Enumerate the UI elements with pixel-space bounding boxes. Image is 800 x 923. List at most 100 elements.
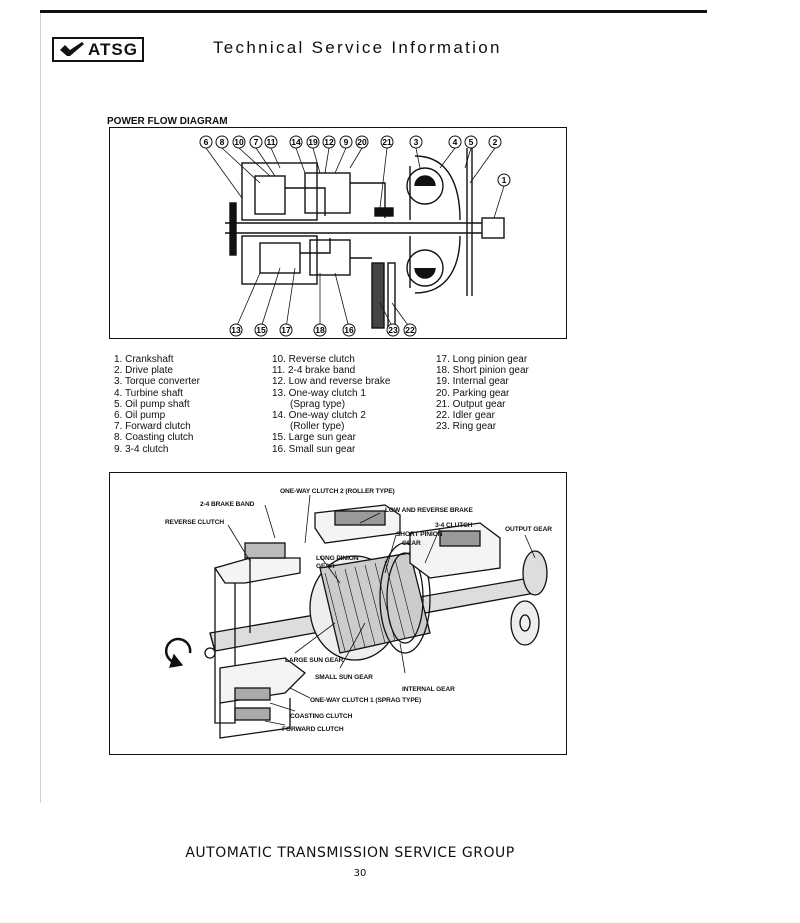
callout-8: 8 [215,135,229,149]
legend-item: 7. Forward clutch [114,421,191,433]
callout-9: 9 [339,135,353,149]
page-left-edge [40,13,41,803]
callout-20: 20 [355,135,369,149]
callout-12: 12 [322,135,336,149]
callout-22: 22 [403,323,417,337]
label-3-4-clutch: 3-4 CLUTCH [435,522,473,529]
legend-item: 4. Turbine shaft [114,387,183,399]
svg-text:10: 10 [234,137,244,147]
legend-item: 3. Torque converter [114,376,200,388]
legend-item: 20. Parking gear [436,387,510,399]
svg-text:22: 22 [405,325,415,335]
legend-item: 6. Oil pump [114,410,166,422]
legend-column-1: 1. Crankshaft 2. Drive plate 3. Torque c… [114,354,200,455]
callout-14: 14 [289,135,303,149]
callout-10: 10 [232,135,246,149]
legend-item: 13. One-way clutch 1 [272,387,366,399]
svg-text:4: 4 [453,137,458,147]
label-long-pinion-gear-1: LONG PINION [316,555,359,562]
callout-3: 3 [409,135,423,149]
power-flow-schematic: 6 8 10 7 11 14 19 12 9 20 21 3 4 5 2 1 1… [199,135,511,337]
label-low-and-reverse-brake: LOW AND REVERSE BRAKE [385,507,473,514]
legend-item: 15. Large sun gear [272,432,356,444]
svg-text:1: 1 [502,175,507,185]
svg-text:2: 2 [493,137,498,147]
legend-item: 22. Idler gear [436,410,495,422]
legend-item: 10. Reverse clutch [272,354,355,365]
svg-text:6: 6 [204,137,209,147]
svg-text:15: 15 [256,325,266,335]
svg-text:7: 7 [254,137,259,147]
label-large-sun-gear: LARGE SUN GEAR [285,657,344,664]
label-long-pinion-gear-2: GEAR [316,563,335,570]
callout-1: 1 [497,173,511,187]
logo-text: ATSG [88,39,138,59]
legend-column-3: 17. Long pinion gear 18. Short pinion ge… [436,354,529,432]
label-coasting-clutch: COASTING CLUTCH [290,713,353,720]
legend-item: 12. Low and reverse brake [272,376,391,388]
label-small-sun-gear: SMALL SUN GEAR [315,674,373,681]
label-short-pinion-gear-1: SHORT PINION [396,531,443,538]
callout-7: 7 [249,135,263,149]
svg-text:5: 5 [469,137,474,147]
legend-item: 9. 3-4 clutch [114,443,169,455]
callout-5: 5 [464,135,478,149]
callout-21: 21 [380,135,394,149]
gearset-cutaway-drawing [164,494,548,739]
power-flow-diagram-title: POWER FLOW DIAGRAM [107,116,228,127]
svg-text:13: 13 [231,325,241,335]
callout-13: 13 [229,323,243,337]
label-output-gear: OUTPUT GEAR [505,526,552,533]
svg-text:3: 3 [414,137,419,147]
legend-column-2: 10. Reverse clutch 11. 2-4 brake band 12… [272,354,390,455]
legend-item: 5. Oil pump shaft [114,398,190,410]
label-internal-gear: INTERNAL GEAR [402,686,455,693]
label-reverse-clutch: REVERSE CLUTCH [165,519,225,526]
page-header-title: Technical Service Information [213,38,502,57]
callout-16: 16 [342,323,356,337]
callout-18: 18 [313,323,327,337]
legend-item-continuation: (Sprag type) [290,398,346,410]
legend-item: 18. Short pinion gear [436,365,529,377]
legend-item: 11. 2-4 brake band [272,365,356,377]
svg-text:14: 14 [291,137,301,147]
label-short-pinion-gear-2: GEAR [402,540,421,547]
svg-text:21: 21 [382,137,392,147]
svg-text:11: 11 [267,137,276,147]
legend-item: 1. Crankshaft [114,354,174,365]
callout-19: 19 [306,135,320,149]
svg-text:20: 20 [357,137,367,147]
page-number: 30 [353,868,367,879]
legend-item: 23. Ring gear [436,421,497,433]
checkmark-logo-icon [60,42,84,56]
svg-text:19: 19 [308,137,318,147]
callout-2: 2 [488,135,502,149]
svg-text:18: 18 [315,325,325,335]
svg-text:9: 9 [344,137,349,147]
legend-item: 2. Drive plate [114,365,173,377]
legend-item: 14. One-way clutch 2 [272,410,366,422]
callout-15: 15 [254,323,268,337]
callout-11: 11 [264,135,278,149]
legend-item: 16. Small sun gear [272,443,356,455]
label-one-way-clutch-1: ONE-WAY CLUTCH 1 (SPRAG TYPE) [310,697,422,704]
cutaway-illustration: ONE-WAY CLUTCH 2 (ROLLER TYPE) 2-4 BRAKE… [109,472,567,755]
legend-item: 8. Coasting clutch [114,432,194,444]
label-2-4-brake-band: 2-4 BRAKE BAND [200,501,255,508]
legend-item: 19. Internal gear [436,376,509,388]
header-rule [40,10,707,13]
legend-item-continuation: (Roller type) [290,421,345,433]
svg-text:12: 12 [324,137,334,147]
legend-item: 17. Long pinion gear [436,354,528,365]
callout-4: 4 [448,135,462,149]
callout-6: 6 [199,135,213,149]
label-forward-clutch: FORWARD CLUTCH [282,726,344,733]
label-one-way-clutch-2: ONE-WAY CLUTCH 2 (ROLLER TYPE) [280,488,395,495]
svg-text:23: 23 [388,325,398,335]
power-flow-diagram: 6 8 10 7 11 14 19 12 9 20 21 3 4 5 2 1 1… [109,127,567,339]
callout-23: 23 [386,323,400,337]
svg-text:17: 17 [281,325,291,335]
svg-text:8: 8 [220,137,225,147]
footer-organization: AUTOMATIC TRANSMISSION SERVICE GROUP [185,845,515,861]
legend-item: 21. Output gear [436,398,506,410]
